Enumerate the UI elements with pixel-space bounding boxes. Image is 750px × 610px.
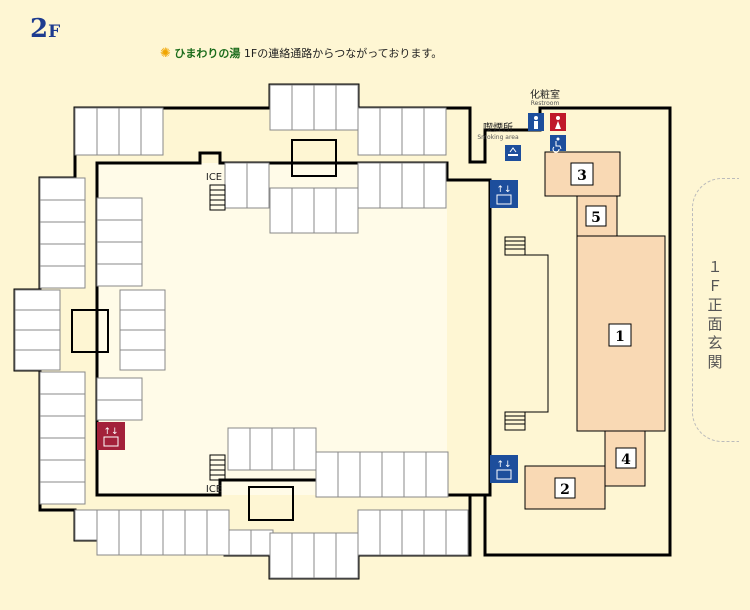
- meeting-rooms: [524, 151, 666, 510]
- notice-text: 1Fの連絡通路からつながっております。: [243, 47, 443, 60]
- room-number-2: 2: [560, 482, 570, 498]
- notice-brand: ひまわりの湯: [174, 47, 241, 60]
- stairs: [209, 184, 549, 481]
- restroom-label: 化粧室: [530, 88, 560, 101]
- svg-text:↑↓: ↑↓: [496, 185, 511, 195]
- notice: ✺ ひまわりの湯 1Fの連絡通路からつながっております。: [160, 45, 442, 61]
- elevator-icon: ↑↓: [490, 180, 518, 208]
- smoking-label-en: Smoking area: [477, 134, 519, 141]
- guest-rooms-top: [74, 84, 447, 234]
- sunflower-icon: ✺: [160, 46, 171, 61]
- room-number-4: 4: [621, 452, 631, 468]
- smoking-area-icon: [505, 145, 521, 161]
- ice-machine-label: ICE: [206, 484, 222, 495]
- main-entrance-label: １Ｆ正面玄関: [707, 258, 723, 371]
- floor-label: 2F: [30, 14, 61, 44]
- guest-rooms-left: [14, 177, 166, 505]
- restroom-label-en: Restroom: [531, 100, 560, 107]
- ice-machine-label: ICE: [206, 172, 222, 183]
- smoking-label: 喫煙所: [483, 122, 513, 134]
- elevator-icon: ↑↓: [97, 422, 125, 450]
- accessible-icon: [550, 135, 566, 151]
- room-number-3: 3: [577, 168, 587, 184]
- room-number-5: 5: [591, 210, 601, 226]
- elevator-icon: ↑↓: [490, 455, 518, 483]
- svg-text:↑↓: ↑↓: [103, 427, 118, 437]
- svg-text:↑↓: ↑↓: [496, 460, 511, 470]
- guest-rooms-bottom: [74, 427, 469, 579]
- room-number-1: 1: [615, 329, 625, 345]
